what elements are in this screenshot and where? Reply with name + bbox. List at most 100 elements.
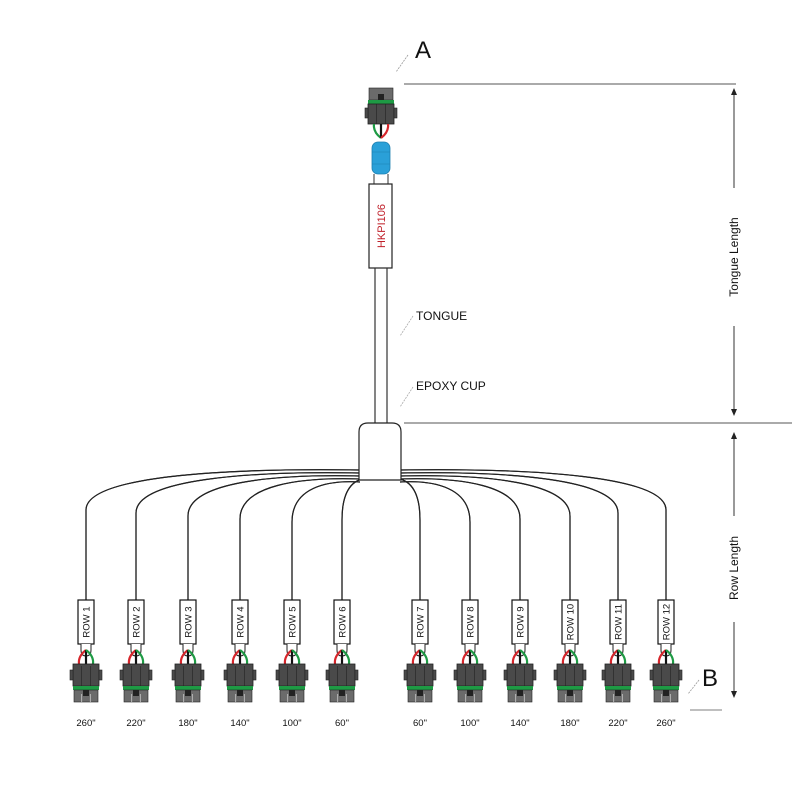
wire-red [609, 649, 619, 665]
callout-a-letter: A [415, 37, 431, 64]
connector-latch [582, 669, 587, 681]
branch-outline [399, 472, 619, 600]
wire-red [511, 649, 521, 665]
branch-cable [399, 469, 667, 600]
arrowhead-up-icon [731, 88, 737, 95]
connector-key [517, 690, 523, 696]
wire-green [569, 649, 579, 665]
wire-green [519, 649, 529, 665]
wire-green [372, 123, 382, 139]
tongue-length-label: Tongue Length [727, 217, 741, 296]
branch-cable [399, 478, 521, 600]
connector-seal [279, 686, 305, 690]
connector-latch [171, 669, 176, 681]
connector-key [289, 690, 295, 696]
connector-seal [407, 686, 433, 690]
connector-latch [601, 669, 606, 681]
branch-cable [291, 481, 361, 600]
connector-key [663, 690, 669, 696]
branch-fill [135, 472, 361, 600]
branch-cable [399, 475, 571, 600]
wire-red [283, 649, 293, 665]
branch-cable [341, 477, 371, 600]
dimension-guides: Tongue Length Row Length [404, 83, 792, 711]
epoxy-cup-callout: EPOXY CUP [399, 379, 486, 408]
branch-fill [291, 481, 361, 600]
connector-latch [200, 669, 205, 681]
connector-body [367, 103, 395, 125]
connector-seal [605, 686, 631, 690]
connector-latch [503, 669, 508, 681]
connector-seal [653, 686, 679, 690]
connector-seal [507, 686, 533, 690]
connector-seal [123, 686, 149, 690]
row-label: ROW 8 [465, 606, 476, 637]
row-length-value: 60" [413, 718, 427, 729]
branch-outline [399, 481, 471, 600]
connector-key [83, 690, 89, 696]
tongue-callout: TONGUE [399, 309, 467, 337]
connector-body [604, 663, 632, 687]
branch-outline [291, 481, 361, 600]
connector-body [278, 663, 306, 687]
row-label: ROW 2 [131, 606, 142, 637]
part-number-sleeve [368, 183, 393, 269]
connector-body [72, 663, 100, 687]
wire-green [291, 649, 301, 665]
connector-latch [482, 669, 487, 681]
connector-body [652, 663, 680, 687]
connector-key [185, 690, 191, 696]
row-label: ROW 3 [183, 606, 194, 637]
connector-body [506, 663, 534, 687]
connector-key [339, 690, 345, 696]
part-number-label: HKPI106 [376, 204, 388, 248]
branch-fill [399, 472, 619, 600]
branch-cable [135, 472, 361, 600]
row-length-value: 140" [510, 718, 529, 729]
branch-fill [341, 477, 371, 600]
wire-red [179, 649, 189, 665]
branch-outline [399, 475, 571, 600]
row-length-value: 260" [656, 718, 675, 729]
connector-key [567, 690, 573, 696]
branch-fill [399, 478, 521, 600]
row-length-value: 220" [608, 718, 627, 729]
arrowhead-down-icon [731, 691, 737, 698]
wire-red [561, 649, 571, 665]
connector-seal [457, 686, 483, 690]
branch-cable [85, 469, 361, 600]
wire-green [469, 649, 479, 665]
connector-body [456, 663, 484, 687]
branch-cable [391, 477, 421, 600]
connector-body [328, 663, 356, 687]
connector-seal [227, 686, 253, 690]
connector-body [174, 663, 202, 687]
branch-fill [399, 475, 571, 600]
connector-seal [557, 686, 583, 690]
connector-latch [119, 669, 124, 681]
row-label: ROW 7 [415, 606, 426, 637]
connector-latch [325, 669, 330, 681]
branch-outline [399, 469, 667, 600]
branch-fill [85, 469, 361, 600]
connector-latch [630, 669, 635, 681]
row-length-value: 100" [282, 718, 301, 729]
arrowhead-down-icon [731, 409, 737, 416]
row-label: ROW 12 [661, 604, 672, 640]
connector-seal [73, 686, 99, 690]
wire-red [411, 649, 421, 665]
tongue-leader [399, 315, 414, 337]
wire-red [461, 649, 471, 665]
connector-body [556, 663, 584, 687]
row-drop: ROW 7 60" [403, 599, 437, 729]
callout-a: A [395, 37, 431, 73]
connector-latch [553, 669, 558, 681]
epoxy-cup-leader [399, 386, 414, 408]
branch-fill [391, 477, 421, 600]
